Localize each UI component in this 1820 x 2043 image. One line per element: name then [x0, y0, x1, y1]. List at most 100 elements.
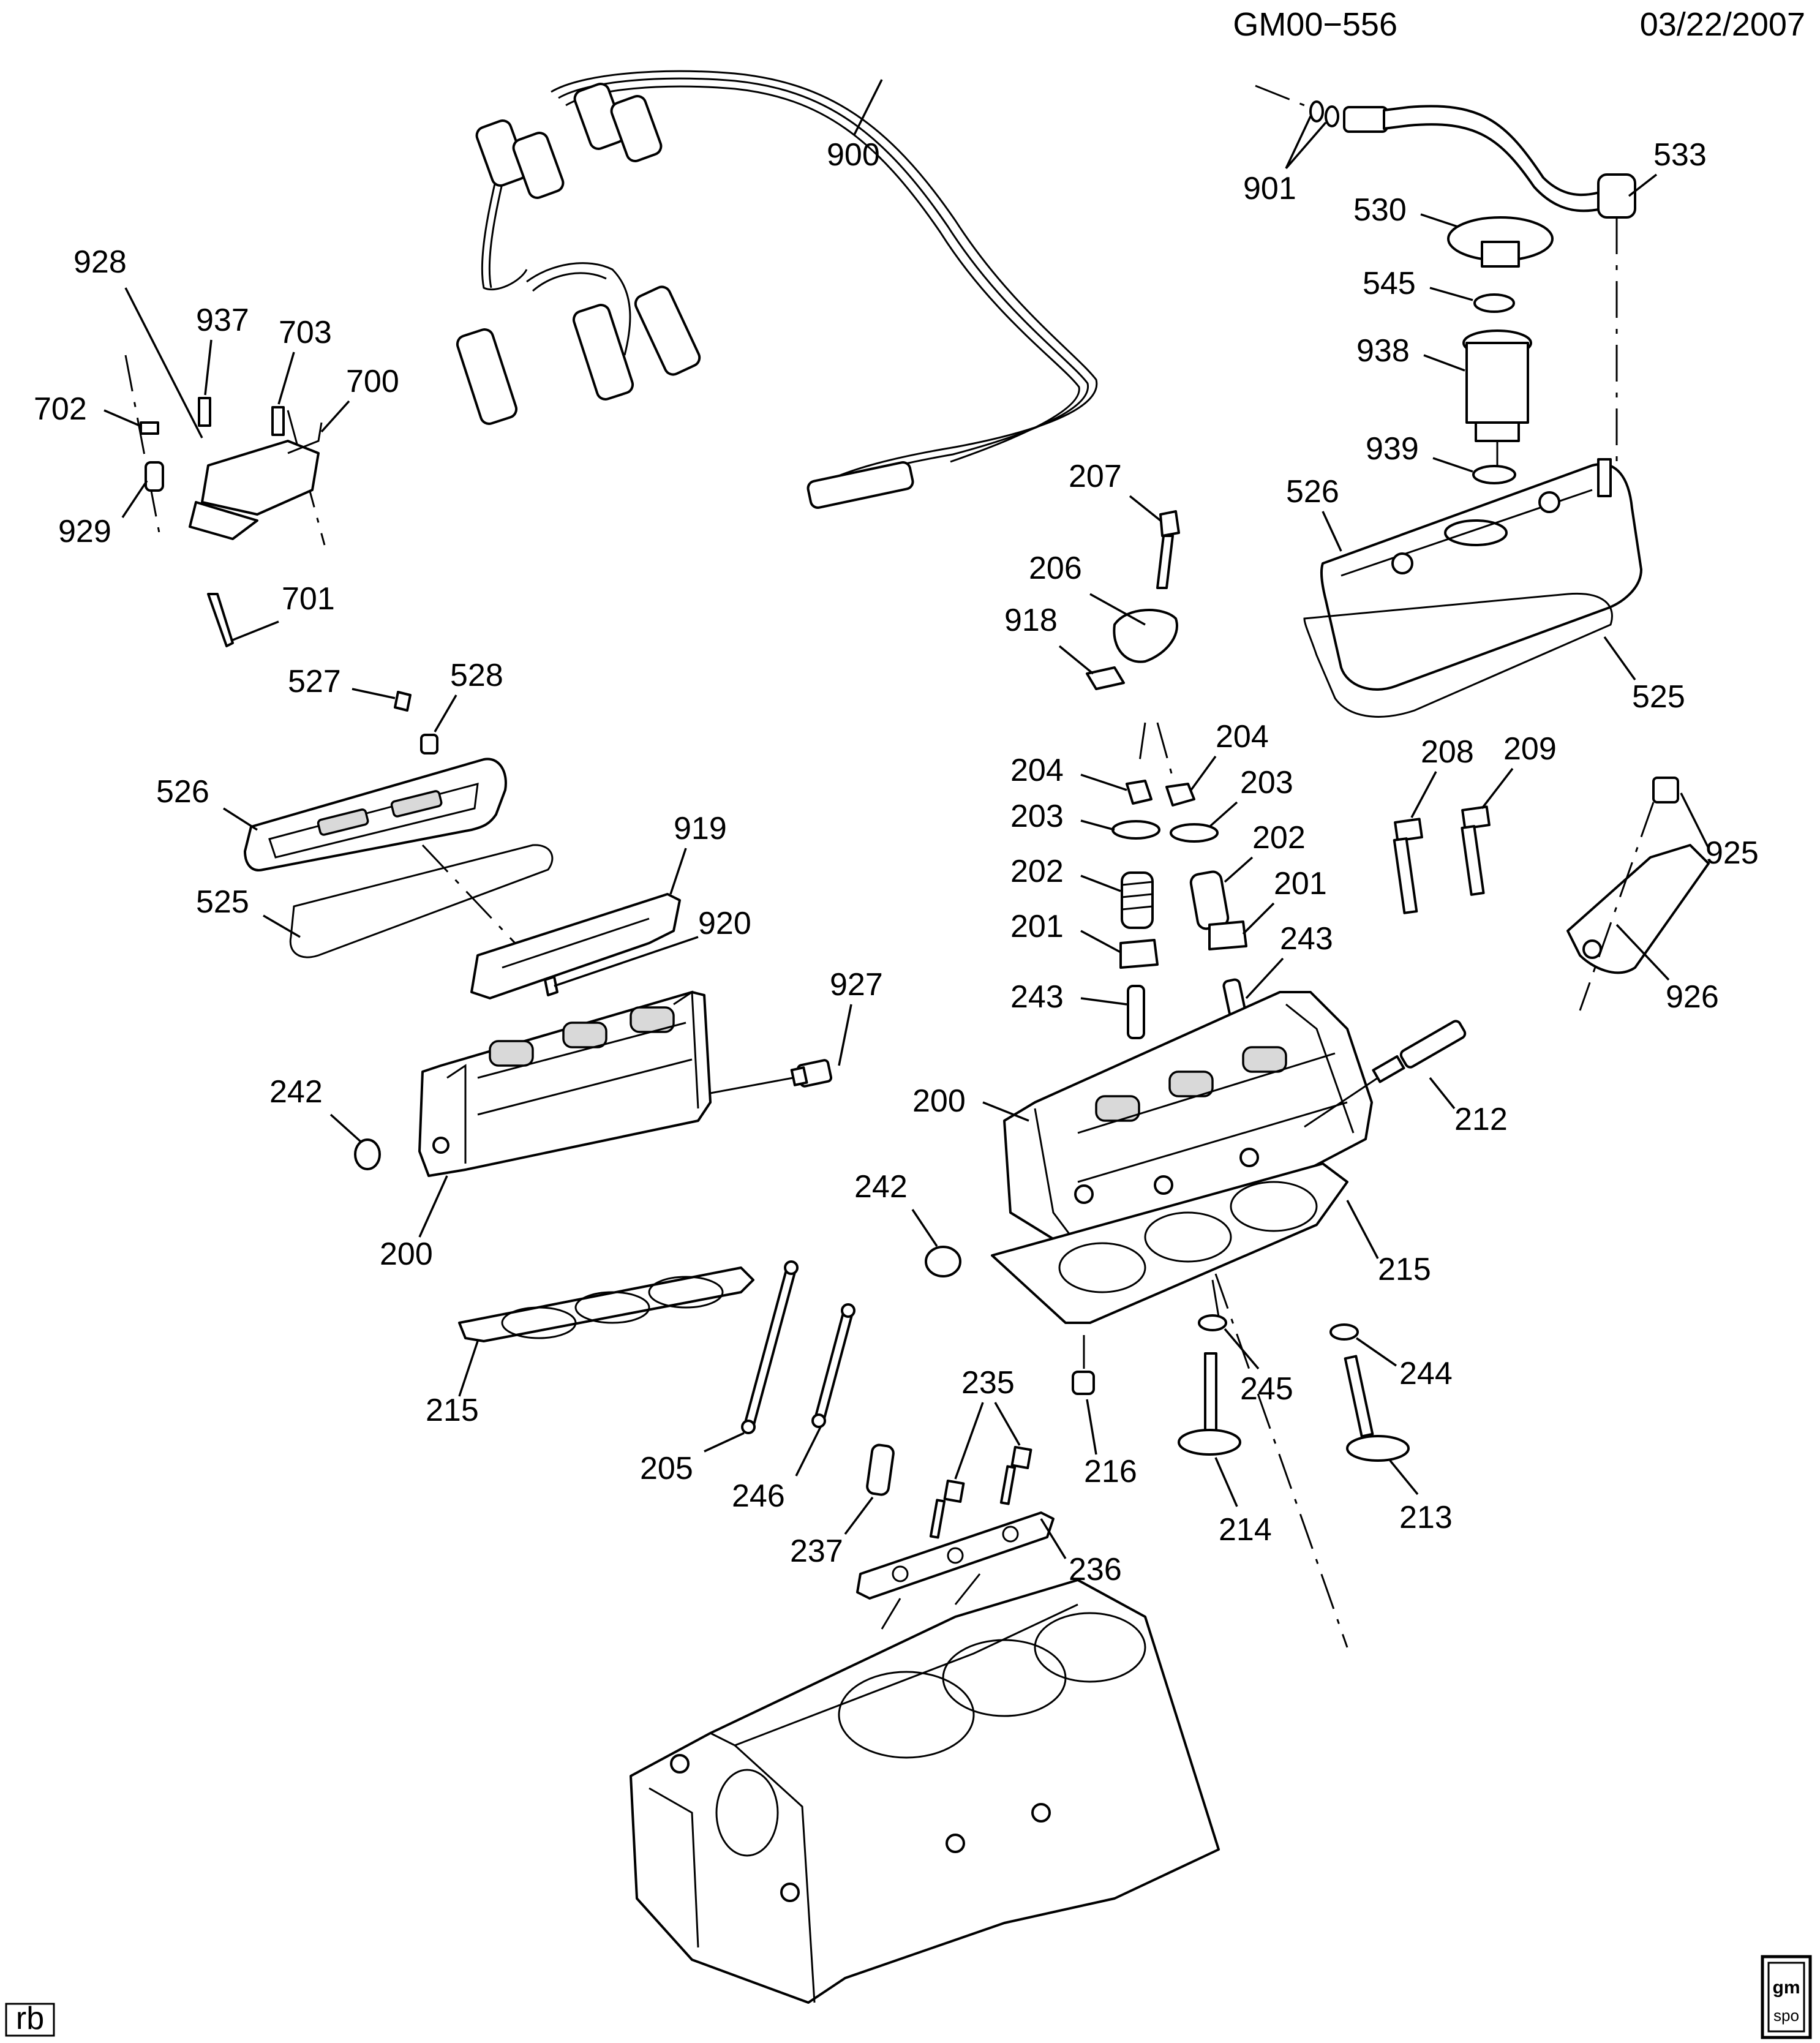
dowel-pin [1072, 1371, 1095, 1395]
callout-215-right: 215 [1378, 1252, 1431, 1287]
callout-525-right: 525 [1632, 679, 1685, 715]
oil-fill-cap [1447, 216, 1554, 268]
callout-213: 213 [1399, 1500, 1453, 1535]
callout-927: 927 [830, 967, 883, 1003]
rocker-arm-bolt-head [1159, 510, 1180, 537]
callout-918: 918 [1004, 603, 1058, 638]
rocker-arm-pivot-support [1086, 666, 1125, 690]
callout-216: 216 [1084, 1454, 1137, 1489]
callout-701: 701 [282, 581, 335, 617]
pushrod-short [811, 1303, 855, 1428]
lifter-guide [856, 1511, 1055, 1600]
left-rocker-cover [244, 758, 507, 871]
callout-937: 937 [196, 303, 249, 338]
right-cylinder-head [1003, 991, 1373, 1269]
callout-901: 901 [1243, 171, 1296, 206]
callout-533: 533 [1653, 137, 1707, 173]
right-head-gasket [991, 1162, 1348, 1324]
callout-244: 244 [1399, 1356, 1453, 1391]
rocker-cover-bolt [394, 691, 412, 712]
rocker-arm-bolt [1156, 535, 1174, 589]
callout-212: 212 [1454, 1102, 1508, 1137]
callout-204-right: 204 [1216, 719, 1269, 754]
callout-202-right: 202 [1252, 820, 1306, 856]
engine-lift-bracket [1566, 777, 1710, 1011]
svg-text:spo: spo [1773, 2006, 1799, 2025]
callout-200-left: 200 [380, 1236, 433, 1272]
callout-919: 919 [674, 811, 727, 846]
callout-201-left: 201 [1010, 909, 1064, 944]
oil-fill-tube-seal [1472, 465, 1516, 484]
callout-215-left: 215 [426, 1393, 479, 1428]
intake-valve [1344, 1355, 1410, 1462]
callout-245: 245 [1240, 1371, 1293, 1407]
callout-545: 545 [1363, 266, 1416, 301]
callout-938: 938 [1356, 333, 1410, 369]
heat-shield-bolt [544, 976, 558, 996]
drawing-id: GM00−556 [1233, 6, 1397, 43]
callout-207: 207 [1069, 459, 1122, 494]
callout-526-left: 526 [156, 774, 209, 810]
exhaust-valve [1178, 1352, 1241, 1456]
rocker-arm [1113, 609, 1178, 663]
right-head-plug [925, 1246, 961, 1277]
coolant-temperature-sensor [790, 1059, 833, 1088]
callout-928: 928 [73, 244, 127, 280]
callout-242-right: 242 [854, 1169, 908, 1205]
callout-925: 925 [1705, 835, 1759, 871]
initials-text: rb [16, 2001, 44, 2036]
left-head-gasket [458, 1266, 754, 1342]
callout-246: 246 [732, 1478, 785, 1514]
callout-703: 703 [279, 315, 332, 350]
callout-527: 527 [288, 664, 341, 699]
engine-block [630, 1579, 1220, 2004]
callout-203-left: 203 [1010, 799, 1064, 834]
oil-fill-seal-ring [1473, 293, 1515, 313]
callout-235: 235 [961, 1365, 1015, 1401]
callout-243-right: 243 [1280, 921, 1333, 957]
callout-242-left: 242 [269, 1074, 323, 1110]
valve-spring-stack-right [1165, 783, 1249, 1031]
svg-text:gm: gm [1773, 1977, 1800, 1998]
callout-929: 929 [58, 514, 111, 549]
callout-208: 208 [1421, 734, 1474, 770]
callout-939: 939 [1366, 431, 1419, 467]
gm-spo-logo: gm spo [1761, 1955, 1812, 2039]
callout-926: 926 [1666, 979, 1719, 1015]
callout-700: 700 [346, 364, 399, 399]
callout-204-left: 204 [1010, 753, 1064, 788]
heat-shield [470, 893, 681, 999]
left-rocker-cover-gasket [289, 844, 554, 958]
valve-spring-stack-left [1111, 780, 1160, 1039]
initials-box [5, 2003, 55, 2037]
callout-205: 205 [640, 1451, 693, 1486]
left-cylinder-head [418, 990, 712, 1177]
callout-201-right: 201 [1274, 866, 1327, 901]
callout-920: 920 [698, 906, 751, 941]
callout-526-right: 526 [1286, 474, 1339, 510]
cylinder-head-bolts [1393, 805, 1491, 914]
intake-valve-seal [1329, 1323, 1359, 1341]
exhaust-valve-seal [1198, 1314, 1227, 1331]
callout-202-left: 202 [1010, 854, 1064, 889]
drawing-date: 03/22/2007 [1640, 6, 1805, 43]
callout-209: 209 [1503, 731, 1557, 767]
callout-525-left: 525 [196, 884, 249, 920]
callout-200-right: 200 [912, 1083, 966, 1119]
pcv-tube [1255, 85, 1636, 484]
callout-702: 702 [34, 391, 87, 427]
ignition-module-bracket [124, 355, 326, 647]
rocker-cover-grommet [420, 734, 438, 754]
callout-530: 530 [1353, 192, 1407, 228]
callout-900: 900 [827, 137, 880, 173]
callout-243-left: 243 [1010, 979, 1064, 1015]
right-rocker-cover-gasket [1303, 592, 1613, 718]
callout-203-right: 203 [1240, 765, 1293, 800]
callout-528: 528 [450, 658, 503, 693]
callout-237: 237 [790, 1533, 843, 1569]
spark-plug-wire-set [456, 70, 1098, 509]
pushrod [741, 1260, 799, 1434]
left-head-plug [354, 1138, 381, 1170]
